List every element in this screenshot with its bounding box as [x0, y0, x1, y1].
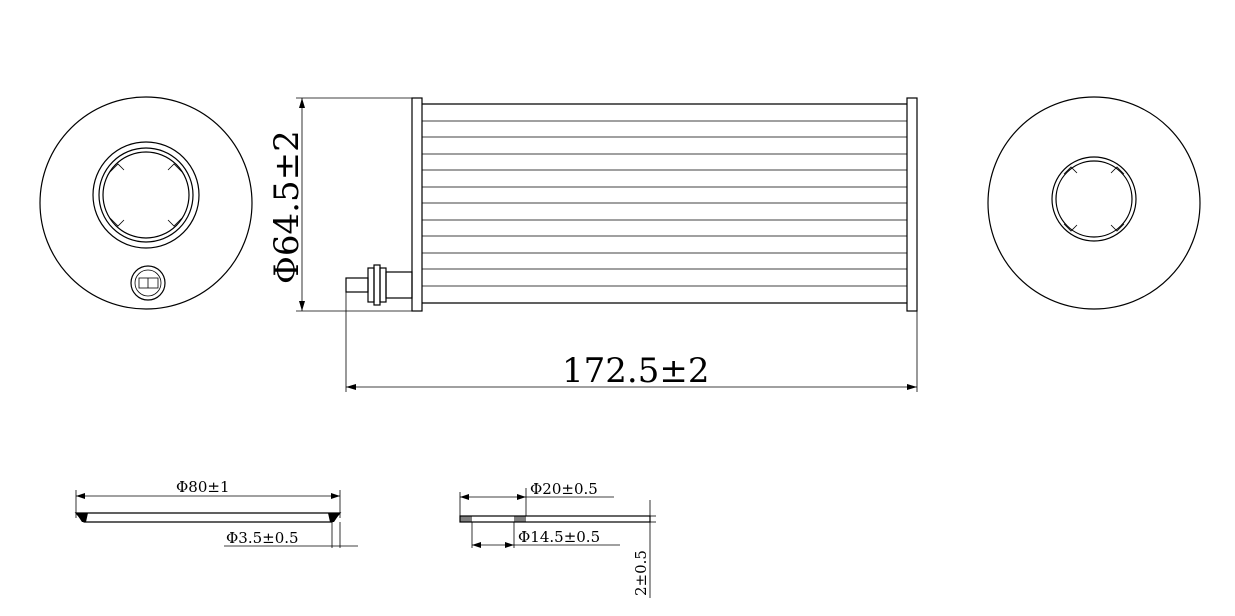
length-dimension: 172.5±2: [345, 292, 918, 392]
seal-detail: Φ20±0.5 Φ14.5±0.5 2±0.5: [459, 480, 656, 598]
gasket-detail: Φ80±1 Φ3.5±0.5: [74, 478, 358, 548]
diameter-dimension: Φ64.5±2: [267, 97, 412, 312]
gasket-thickness-label: Φ3.5±0.5: [226, 529, 299, 547]
length-label: 172.5±2: [562, 351, 709, 391]
seal-thickness-label: 2±0.5: [632, 550, 650, 596]
seal-outer-label: Φ20±0.5: [530, 480, 598, 498]
seal-inner-label: Φ14.5±0.5: [518, 528, 600, 546]
right-end-view: [987, 96, 1201, 310]
side-view: [345, 97, 918, 312]
gasket-outer-label: Φ80±1: [176, 478, 230, 496]
diameter-label: Φ64.5±2: [267, 130, 307, 284]
left-end-view: [39, 96, 253, 310]
